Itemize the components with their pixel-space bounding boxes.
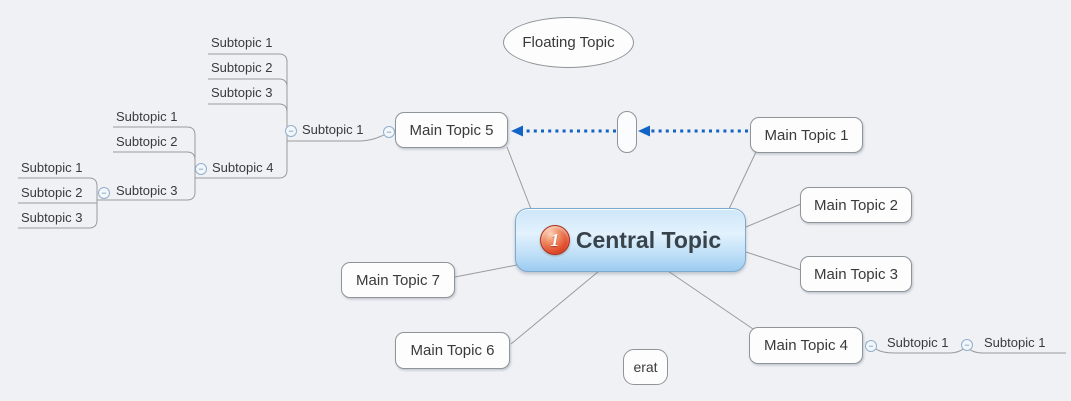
branch-lines	[18, 53, 1066, 354]
branch-m4-subtree	[865, 341, 1066, 354]
branch-sub4-child2	[113, 151, 196, 161]
relationship-arrow[interactable]	[511, 125, 748, 137]
central-topic-label: Central Topic	[575, 226, 722, 253]
spoke-m2	[745, 203, 802, 228]
sub4-child1-label[interactable]: Subtopic 1	[116, 109, 178, 124]
branch-sub1-child2	[208, 78, 288, 88]
collapse-button-m5-sub1[interactable]: −	[285, 125, 297, 137]
branch-sub3	[97, 191, 196, 201]
m4-sub1-label[interactable]: Subtopic 1	[887, 335, 949, 350]
floating-topic[interactable]: Floating Topic	[503, 17, 634, 68]
priority-1-marker-icon: 1	[539, 225, 570, 255]
main-topic-3[interactable]: Main Topic 3	[800, 256, 912, 292]
collapse-button-sub3[interactable]: −	[98, 187, 110, 199]
branch-sub4	[195, 169, 288, 179]
spoke-m3	[745, 251, 802, 271]
spoke-m4	[667, 270, 754, 330]
spoke-m6	[510, 270, 600, 345]
branch-sub3-child1	[18, 177, 98, 187]
spoke-m5	[506, 146, 532, 210]
main-topic-6[interactable]: Main Topic 6	[395, 332, 510, 369]
branch-sub1-child3	[208, 103, 288, 113]
collapse-button-m4-sub1[interactable]: −	[961, 339, 973, 351]
collapse-button-m5[interactable]: −	[383, 126, 395, 138]
sub4-child2-label[interactable]: Subtopic 2	[116, 134, 178, 149]
arrowhead-left-icon	[511, 125, 523, 137]
main-topic-2[interactable]: Main Topic 2	[800, 187, 912, 223]
branch-sub3-child3	[18, 219, 98, 229]
m5-sub1-child2-label[interactable]: Subtopic 2	[211, 60, 273, 75]
collapse-button-m4[interactable]: −	[865, 340, 877, 352]
main-topic-7[interactable]: Main Topic 7	[341, 262, 455, 298]
m5-sub1-child1-label[interactable]: Subtopic 1	[211, 35, 273, 50]
spoke-m7	[454, 264, 518, 278]
branch-sub4-child1	[113, 126, 196, 136]
m4-sub1-child-label[interactable]: Subtopic 1	[984, 335, 1046, 350]
relationship-control-pill[interactable]	[617, 111, 637, 153]
arrowhead-right-icon	[638, 125, 650, 137]
main-topic-5[interactable]: Main Topic 5	[395, 112, 508, 148]
main-topic-4[interactable]: Main Topic 4	[749, 327, 863, 364]
sub3-child2-label[interactable]: Subtopic 2	[21, 185, 83, 200]
collapse-button-sub4[interactable]: −	[195, 163, 207, 175]
m5-sub1-label[interactable]: Subtopic 1	[302, 122, 364, 137]
central-topic[interactable]: 1 Central Topic	[515, 208, 746, 272]
free-topic-erat[interactable]: erat	[623, 349, 668, 385]
spoke-m1	[728, 151, 757, 210]
m5-sub1-child3-label[interactable]: Subtopic 3	[211, 85, 273, 100]
sub3-child1-label[interactable]: Subtopic 1	[21, 160, 83, 175]
branch-sub1-child1	[208, 53, 288, 63]
sub3-child3-label[interactable]: Subtopic 3	[21, 210, 83, 225]
sub4-sub3-label[interactable]: Subtopic 3	[116, 183, 178, 198]
m5-sub4-label[interactable]: Subtopic 4	[212, 160, 274, 175]
main-topic-1[interactable]: Main Topic 1	[750, 117, 863, 153]
